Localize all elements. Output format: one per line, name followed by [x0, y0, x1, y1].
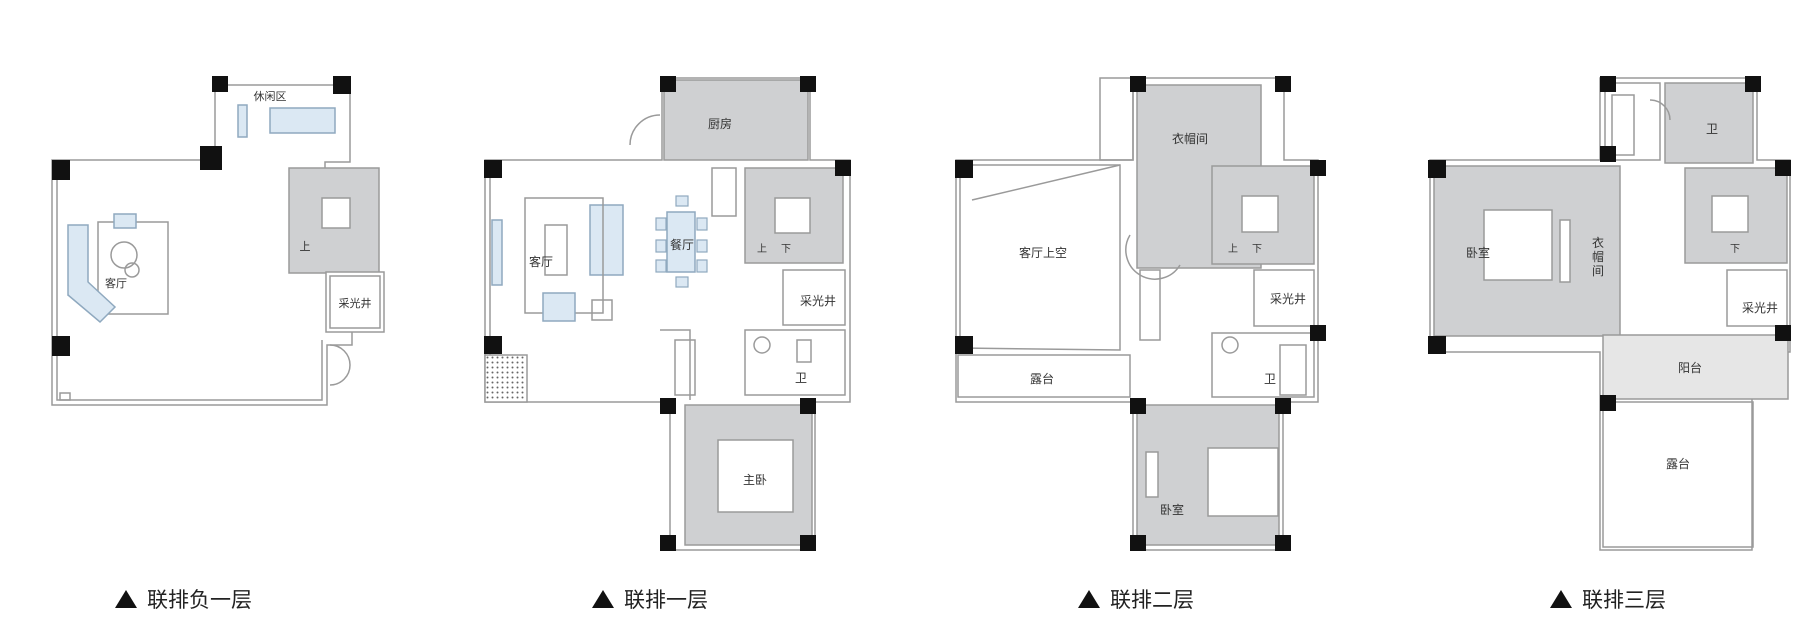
- room-label-bedroom: 卧室: [1160, 502, 1184, 517]
- floor-plan-f2: [955, 77, 1319, 551]
- dining-chairs: [655, 195, 708, 288]
- caption-text: 联排三层: [1582, 588, 1666, 612]
- room-label-bath: 卫: [795, 371, 807, 385]
- columns-f2: [955, 76, 1326, 551]
- room-label-kitchen: 厨房: [708, 116, 732, 131]
- room-label-closet: 衣帽间: [1592, 235, 1604, 278]
- balcony-f3: [1602, 334, 1789, 400]
- caption-floor-b1: 联排负一层: [115, 584, 252, 614]
- stair-label-down: 下: [1252, 244, 1262, 255]
- caption-text: 联排负一层: [147, 588, 252, 612]
- room-label-master: 主卧: [743, 473, 767, 487]
- floor-plan-b1: [51, 84, 385, 406]
- stair-label-down: 下: [781, 244, 791, 255]
- caption-floor-1: 联排一层: [592, 584, 708, 614]
- triangle-icon: [592, 590, 614, 608]
- labels-f1: 厨房 客厅 餐厅 采光井 卫 主卧 上 下: [529, 116, 836, 487]
- room-label-lightwell: 采光井: [800, 294, 836, 308]
- room-label-void: 客厅上空: [1019, 245, 1067, 260]
- room-label-rest-area: 休闲区: [254, 89, 287, 103]
- room-label-lightwell: 采光井: [339, 296, 372, 310]
- room-label-dining: 餐厅: [670, 237, 694, 252]
- columns-b1: [52, 76, 351, 356]
- caption-text: 联排二层: [1110, 588, 1194, 612]
- triangle-icon: [115, 590, 137, 608]
- stair-label-up: 上: [300, 240, 311, 253]
- bath-f3: [1664, 82, 1754, 164]
- columns-f1: [484, 76, 851, 551]
- columns-f3: [1428, 76, 1791, 411]
- room-label-lightwell: 采光井: [1270, 292, 1306, 306]
- floor-plan-f3: [1429, 77, 1791, 551]
- caption-text: 联排一层: [624, 588, 708, 612]
- labels-f2: 衣帽间 客厅上空 采光井 露台 卫 卧室 上 下: [1019, 131, 1306, 517]
- room-label-terrace: 露台: [1666, 456, 1690, 471]
- room-label-closet: 衣帽间: [1172, 131, 1208, 146]
- labels-f3: 卫 卧室 衣帽间 采光井 阳台 露台 下: [1466, 122, 1778, 471]
- triangle-icon: [1078, 590, 1100, 608]
- room-label-lightwell: 采光井: [1742, 301, 1778, 315]
- room-label-bedroom: 卧室: [1466, 245, 1490, 260]
- labels-b1: 休闲区 客厅 采光井 上: [105, 89, 372, 310]
- lounge-chair: [269, 107, 336, 134]
- room-label-living: 客厅: [105, 276, 127, 290]
- triangle-icon: [1550, 590, 1572, 608]
- sofa-f1: [589, 204, 624, 276]
- floor-plan-f1: [484, 77, 851, 551]
- caption-floor-2: 联排二层: [1078, 584, 1194, 614]
- room-label-balcony: 阳台: [1678, 360, 1702, 375]
- stair-label-up: 上: [757, 243, 767, 255]
- bedroom-f3: [1433, 165, 1621, 337]
- room-label-living: 客厅: [529, 254, 553, 269]
- room-label-terrace: 露台: [1030, 371, 1054, 386]
- room-label-bath: 卫: [1706, 122, 1718, 136]
- kitchen-f1: [663, 79, 809, 161]
- room-label-bath: 卫: [1264, 372, 1276, 386]
- stair-label-down: 下: [1730, 244, 1740, 255]
- dining-table: [666, 211, 696, 273]
- caption-floor-3: 联排三层: [1550, 584, 1666, 614]
- stair-label-up: 上: [1228, 243, 1238, 255]
